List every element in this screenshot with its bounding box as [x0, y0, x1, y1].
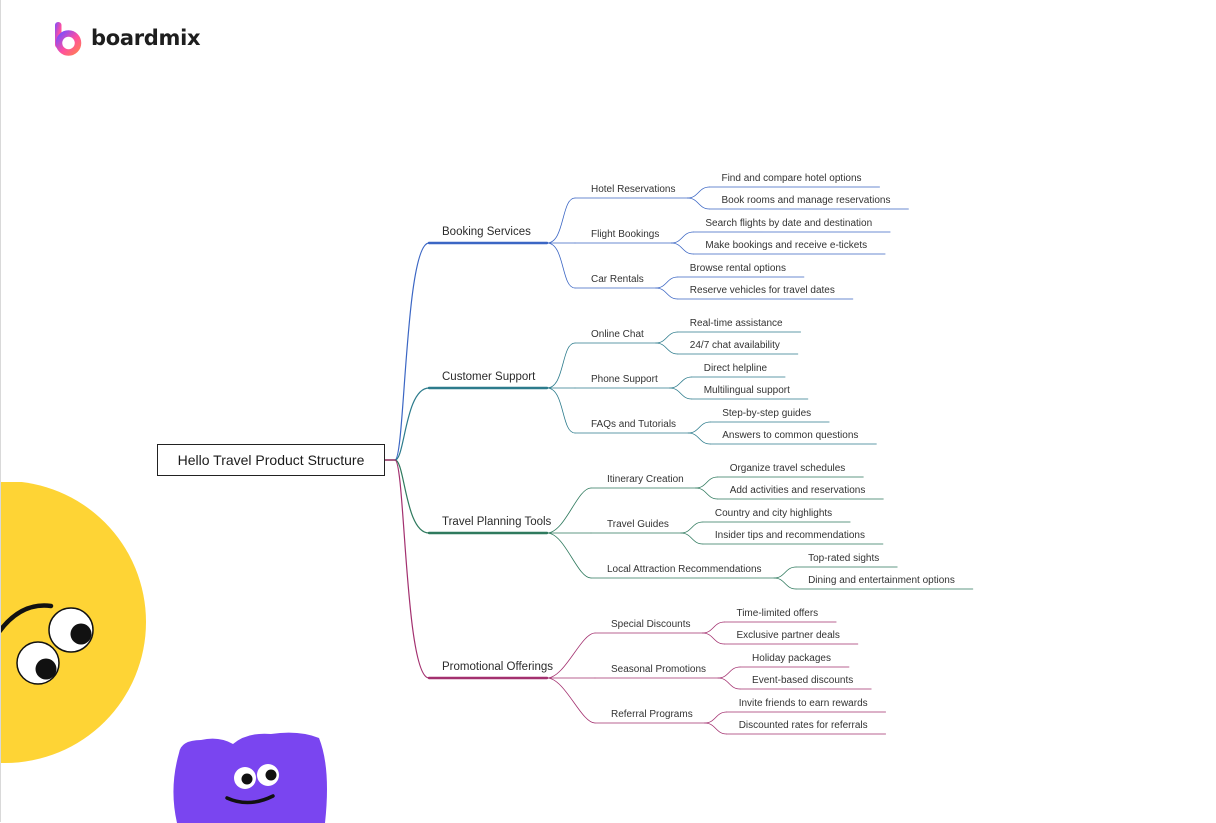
- subtopic-node[interactable]: Travel Guides: [607, 519, 669, 530]
- leaf-connector: [655, 342, 679, 355]
- leaf-node[interactable]: Reserve vehicles for travel dates: [689, 285, 835, 296]
- leaf-node[interactable]: Discounted rates for referrals: [738, 720, 868, 731]
- leaf-node[interactable]: Browse rental options: [689, 263, 786, 274]
- leaf-connector: [669, 387, 693, 400]
- root-node-label: Hello Travel Product Structure: [177, 452, 365, 468]
- subtopic-node[interactable]: Referral Programs: [611, 709, 693, 720]
- subtopic-node[interactable]: Car Rentals: [591, 274, 644, 285]
- leaf-node[interactable]: Find and compare hotel options: [721, 173, 862, 184]
- leaf-connector: [670, 231, 694, 244]
- leaf-node[interactable]: Answers to common questions: [722, 430, 859, 441]
- leaf-node[interactable]: Event-based discounts: [752, 675, 854, 686]
- leaf-node[interactable]: Holiday packages: [752, 653, 831, 664]
- branch-node[interactable]: Promotional Offerings: [442, 661, 554, 673]
- leaf-node[interactable]: Invite friends to earn rewards: [738, 698, 868, 709]
- subtopic-node[interactable]: Itinerary Creation: [607, 474, 684, 485]
- subtopic-connector: [546, 342, 576, 389]
- leaf-connector: [655, 276, 679, 289]
- leaf-connector: [717, 677, 741, 690]
- leaf-node[interactable]: 24/7 chat availability: [689, 340, 780, 351]
- leaf-node[interactable]: Time-limited offers: [736, 608, 819, 619]
- subtopic-connector: [546, 242, 576, 289]
- leaf-connector: [680, 521, 704, 534]
- brand-name: boardmix: [91, 26, 201, 50]
- subtopic-connector: [546, 532, 592, 579]
- leaf-connector: [704, 722, 728, 735]
- subtopic-connector: [546, 197, 576, 244]
- leaf-connector: [687, 421, 711, 434]
- subtopic-node[interactable]: Phone Support: [591, 374, 658, 385]
- leaf-connector: [695, 487, 719, 500]
- leaf-node[interactable]: Add activities and reservations: [729, 485, 866, 496]
- leaf-connector: [670, 242, 694, 255]
- yellow-face-sticker: [1, 482, 146, 763]
- leaf-connector: [655, 331, 679, 344]
- leaf-connector: [704, 711, 728, 724]
- subtopic-node[interactable]: Flight Bookings: [591, 229, 660, 240]
- leaf-connector: [695, 476, 719, 489]
- subtopic-node[interactable]: Online Chat: [591, 329, 644, 340]
- leaf-node[interactable]: Insider tips and recommendations: [714, 530, 865, 541]
- leaf-node[interactable]: Search flights by date and destination: [705, 218, 873, 229]
- leaf-connector: [669, 376, 693, 389]
- mindmap-root-node[interactable]: Hello Travel Product Structure: [157, 444, 385, 476]
- subtopic-connector: [546, 487, 592, 534]
- leaf-connector: [773, 577, 797, 590]
- subtopic-node[interactable]: Special Discounts: [611, 619, 691, 630]
- branch-connector: [394, 459, 430, 679]
- subtopic-node[interactable]: Local Attraction Recommendations: [607, 564, 762, 575]
- leaf-connector: [687, 186, 710, 199]
- leaf-connector: [702, 621, 725, 634]
- leaf-connector: [773, 566, 797, 579]
- purple-blob-sticker: [173, 732, 327, 823]
- leaf-connector: [702, 632, 725, 645]
- subtopic-node[interactable]: FAQs and Tutorials: [591, 419, 677, 430]
- leaf-node[interactable]: Exclusive partner deals: [736, 630, 840, 641]
- branch-connector: [394, 242, 430, 461]
- leaf-node[interactable]: Real-time assistance: [689, 318, 783, 329]
- leaf-node[interactable]: Country and city highlights: [714, 508, 833, 519]
- leaf-node[interactable]: Step-by-step guides: [722, 408, 812, 419]
- branch-connector: [394, 459, 430, 534]
- subtopic-node[interactable]: Seasonal Promotions: [611, 664, 707, 675]
- leaf-connector: [687, 197, 710, 210]
- leaf-connector: [655, 287, 679, 300]
- branch-node[interactable]: Travel Planning Tools: [442, 516, 552, 528]
- branch-node[interactable]: Customer Support: [442, 371, 536, 383]
- subtopic-connector: [546, 632, 596, 679]
- leaf-node[interactable]: Top-rated sights: [808, 553, 880, 564]
- subtopic-connector: [546, 677, 596, 724]
- branch-node[interactable]: Booking Services: [442, 226, 531, 238]
- subtopic-connector: [546, 387, 576, 434]
- leaf-node[interactable]: Multilingual support: [703, 385, 790, 396]
- leaf-node[interactable]: Direct helpline: [703, 363, 768, 374]
- leaf-node[interactable]: Make bookings and receive e-tickets: [705, 240, 868, 251]
- boardmix-logo[interactable]: boardmix: [53, 20, 201, 56]
- leaf-node[interactable]: Dining and entertainment options: [808, 575, 955, 586]
- leaf-connector: [717, 666, 741, 679]
- leaf-connector: [680, 532, 704, 545]
- branch-connector: [394, 387, 430, 461]
- leaf-node[interactable]: Book rooms and manage reservations: [721, 195, 891, 206]
- leaf-connector: [687, 432, 711, 445]
- boardmix-logo-icon: [55, 22, 82, 56]
- leaf-node[interactable]: Organize travel schedules: [729, 463, 846, 474]
- subtopic-node[interactable]: Hotel Reservations: [591, 184, 676, 195]
